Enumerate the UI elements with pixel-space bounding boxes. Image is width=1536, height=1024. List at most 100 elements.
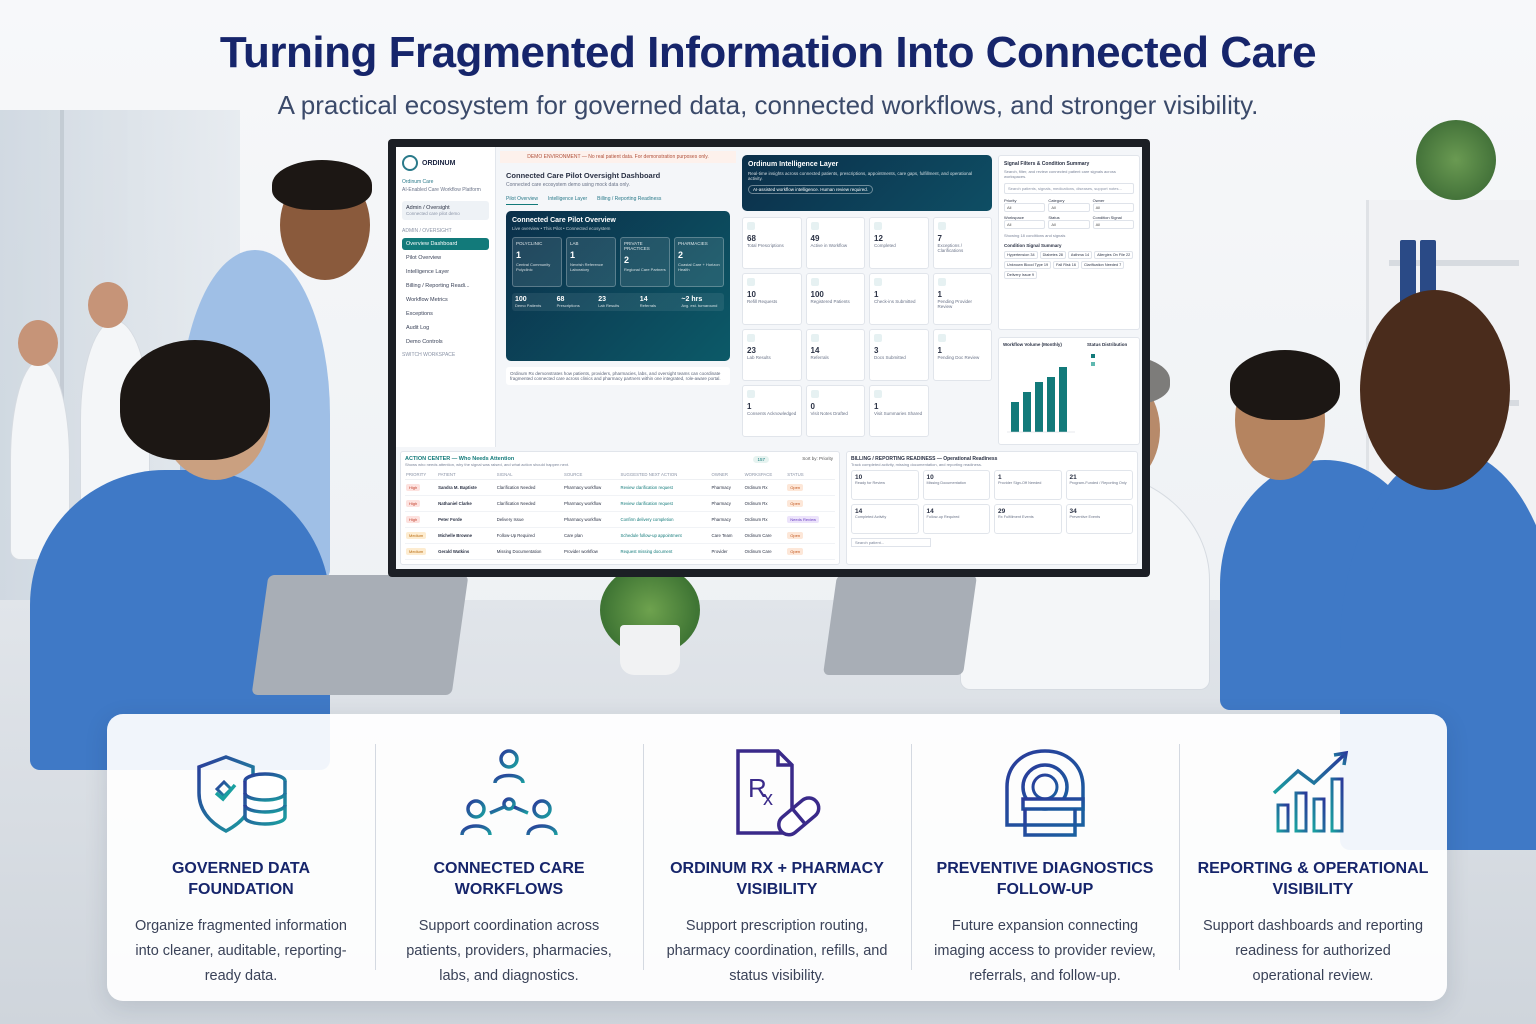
sidebar-item[interactable]: Intelligence Layer	[406, 269, 450, 275]
filter-select[interactable]: All	[1004, 220, 1046, 229]
condition-pill[interactable]: Delivery Issue 9	[1004, 271, 1038, 279]
sort-select[interactable]: Sort by: Priority	[802, 456, 833, 461]
sidebar-item[interactable]: Audit Log	[406, 325, 430, 331]
filter-select[interactable]: All	[1092, 220, 1134, 229]
condition-pill[interactable]: Asthma 14	[1067, 251, 1093, 259]
next-action-cell[interactable]: Review clarification request	[619, 479, 711, 496]
status-cell: Open	[786, 479, 835, 496]
next-action-cell[interactable]: Schedule follow-up appointment	[619, 527, 711, 544]
next-action-cell[interactable]: Confirm delivery completion	[619, 511, 711, 528]
stat-value: 68	[556, 296, 565, 303]
stat-label: Demo Patients	[515, 303, 542, 308]
status-badge: Open	[787, 500, 804, 507]
tab-item[interactable]: Pilot Overview	[506, 196, 538, 205]
source-cell: Care plan	[563, 527, 620, 544]
workspace-cell: Ordinum Care	[743, 543, 787, 560]
filter-select[interactable]: All	[1004, 203, 1046, 212]
condition-pill[interactable]: Fall Risk 16	[1053, 261, 1079, 269]
sidebar-item[interactable]: Exceptions	[406, 311, 433, 317]
filter-select[interactable]: All	[1048, 203, 1090, 212]
overview-card-value: 2	[678, 250, 684, 260]
brand-desc: AI-Enabled Care Workflow Platform	[402, 187, 481, 193]
condition-pill[interactable]: Clarification Needed 7	[1080, 261, 1125, 269]
condition-pill[interactable]: Hypertension 34	[1004, 251, 1038, 259]
role-label: Admin / Oversight	[406, 205, 450, 211]
workflow-bars	[1007, 354, 1095, 433]
billing-search-input[interactable]: Search patient...	[851, 538, 931, 547]
background-person-head	[18, 320, 58, 366]
metric-label: Check-ins Submitted	[874, 299, 916, 304]
sidebar-item[interactable]: Billing / Reporting Readi...	[406, 283, 470, 289]
billing-value: 34	[1069, 508, 1077, 515]
feature-desc: Support coordination across patients, pr…	[406, 918, 612, 984]
filters-desc: Search, filter, and review connected pat…	[1004, 169, 1116, 179]
wall-monitor: ORDINUM Ordinum Care AI-Enabled Care Wor…	[388, 139, 1150, 577]
metric-value: 1	[747, 402, 752, 411]
bar	[1035, 382, 1043, 432]
dashboard-subtitle: Connected care ecosystem demo using mock…	[506, 182, 630, 188]
dashboard-screen: ORDINUM Ordinum Care AI-Enabled Care Wor…	[396, 147, 1142, 569]
sidebar-item[interactable]: Demo Controls	[406, 339, 443, 345]
filter-select[interactable]: All	[1092, 203, 1134, 212]
filter-select[interactable]: All	[1048, 220, 1090, 229]
condition-pill[interactable]: Diabetes 28	[1039, 251, 1066, 259]
priority-badge: High	[406, 484, 421, 491]
condition-pill[interactable]: Unknown Blood Type 19	[1004, 261, 1052, 269]
role-selector[interactable]: Admin / Oversight Connected care pilot d…	[402, 201, 489, 220]
tab-item[interactable]: Intelligence Layer	[547, 196, 588, 202]
laptop	[251, 575, 469, 695]
billing-label: Provider Sign-Off Needed	[998, 481, 1042, 485]
tab-item[interactable]: Billing / Reporting Readiness	[597, 196, 662, 202]
next-action-cell[interactable]: Review clarification request	[619, 495, 711, 512]
sidebar-item[interactable]: Overview Dashboard	[402, 238, 489, 250]
overview-card-desc: Regional Care Partners	[624, 267, 666, 272]
metric-icon	[937, 334, 946, 342]
overview-card-label: LAB	[570, 241, 579, 246]
condition-pill[interactable]: Allergies On File 22	[1094, 251, 1134, 259]
dashboard-title: Connected Care Pilot Oversight Dashboard	[506, 171, 661, 180]
billing-label: Rx Fulfillment Events	[998, 515, 1034, 519]
sidebar-item[interactable]: Pilot Overview	[406, 255, 442, 261]
source-cell: Pharmacy workflow	[563, 511, 620, 528]
next-action-cell[interactable]: Request missing document	[619, 543, 711, 560]
filters-search-input[interactable]: Search patients, signals, medications, d…	[1004, 183, 1134, 194]
priority-cell: High	[405, 511, 438, 528]
bar-chart-trend-icon	[1179, 744, 1447, 844]
signal-cell: Delivery Issue	[495, 511, 563, 528]
sidebar-item[interactable]: Workflow Metrics	[406, 297, 448, 303]
feature-title: GOVERNED DATA FOUNDATION	[171, 860, 311, 898]
